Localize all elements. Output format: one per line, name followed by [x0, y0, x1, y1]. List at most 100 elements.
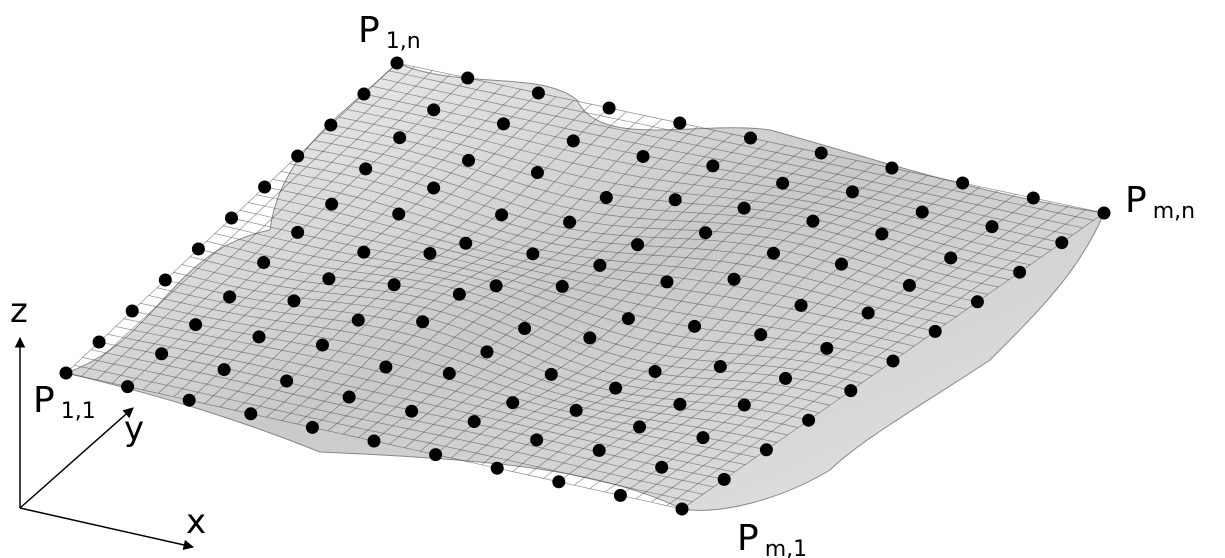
control-point: [593, 258, 607, 272]
x-axis: [19, 507, 195, 551]
control-point: [423, 246, 437, 260]
control-point: [820, 341, 834, 355]
control-point: [668, 193, 682, 207]
control-point: [92, 335, 106, 349]
control-point: [462, 153, 476, 167]
control-point: [928, 324, 942, 338]
control-point: [387, 278, 401, 292]
control-point: [357, 245, 371, 259]
control-point: [480, 345, 494, 359]
control-point: [531, 86, 545, 100]
control-point: [315, 338, 329, 352]
control-point: [367, 434, 381, 448]
control-point: [902, 278, 916, 292]
x-axis-label: x: [186, 502, 206, 542]
control-point: [779, 371, 793, 385]
control-point: [592, 443, 606, 457]
control-point: [490, 461, 504, 475]
control-point: [915, 205, 929, 219]
control-point: [834, 257, 848, 271]
control-point: [125, 304, 139, 318]
control-point: [699, 226, 713, 240]
y-axis: [19, 407, 134, 509]
control-point: [956, 176, 970, 190]
control-point: [569, 403, 583, 417]
control-point: [357, 87, 371, 101]
control-point: [759, 443, 773, 457]
control-point: [461, 71, 475, 85]
control-point: [673, 116, 687, 130]
control-point: [342, 390, 356, 404]
control-point: [631, 238, 645, 252]
control-point: [459, 236, 473, 250]
z-axis-label: z: [10, 291, 28, 331]
control-point: [489, 279, 503, 293]
control-point: [496, 117, 510, 131]
control-point: [544, 367, 558, 381]
control-point: [633, 420, 647, 434]
control-point: [1026, 191, 1040, 205]
control-point: [359, 162, 373, 176]
control-point: [609, 381, 623, 395]
control-point: [257, 256, 271, 270]
control-point: [351, 313, 365, 327]
control-point: [392, 207, 406, 221]
control-point: [673, 397, 687, 411]
control-point: [1055, 236, 1069, 250]
control-point: [886, 354, 900, 368]
control-point: [776, 176, 790, 190]
control-point: [648, 364, 662, 378]
control-point: [985, 220, 999, 234]
control-point: [1097, 206, 1111, 220]
control-point: [379, 360, 393, 374]
control-point: [217, 363, 231, 377]
control-point: [495, 208, 509, 222]
control-point: [737, 201, 751, 215]
control-point: [280, 374, 294, 388]
control-point: [794, 298, 808, 312]
control-point: [252, 330, 266, 344]
control-point: [713, 360, 727, 374]
control-point: [688, 319, 702, 333]
control-point: [526, 247, 540, 261]
control-point: [744, 131, 757, 145]
control-point: [59, 366, 73, 380]
control-point: [467, 415, 481, 429]
control-point: [155, 347, 169, 361]
control-point: [518, 322, 532, 336]
control-point: [706, 159, 720, 173]
control-point: [766, 246, 780, 260]
control-point: [1013, 265, 1027, 279]
control-point: [696, 431, 710, 445]
control-point: [552, 475, 566, 489]
control-point: [737, 398, 751, 412]
control-point: [621, 312, 635, 326]
control-point: [442, 366, 456, 380]
control-point: [390, 56, 404, 70]
control-point: [121, 380, 135, 394]
control-point: [291, 225, 305, 239]
control-point: [223, 290, 237, 304]
control-point: [802, 413, 816, 427]
surface: [64, 62, 1105, 511]
control-point: [291, 149, 305, 163]
control-point: [324, 118, 338, 132]
control-point: [555, 279, 569, 293]
control-points: [59, 56, 1111, 516]
control-point: [325, 197, 339, 211]
control-point: [530, 166, 544, 180]
control-point: [754, 328, 768, 342]
control-point: [189, 318, 203, 332]
control-point: [225, 211, 238, 225]
control-point: [258, 180, 272, 194]
control-point: [844, 384, 858, 398]
control-point: [861, 306, 875, 320]
control-point: [427, 103, 441, 117]
control-point: [583, 331, 597, 345]
control-point: [675, 502, 689, 516]
control-point: [655, 460, 669, 474]
control-point: [427, 181, 441, 195]
axes-triad: z x y: [10, 291, 206, 551]
